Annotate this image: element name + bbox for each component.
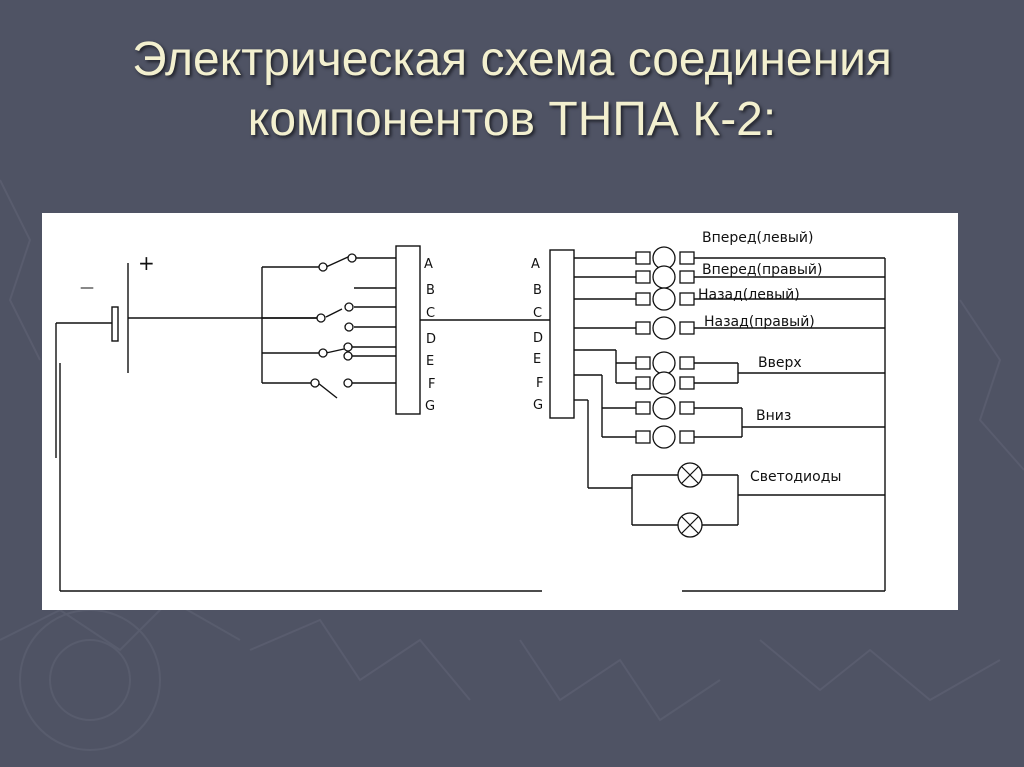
left-pin-b: B [426, 283, 435, 298]
motor-down-2 [652, 425, 676, 449]
battery-plate-negative [111, 306, 119, 342]
battery-plus-label: + [138, 251, 155, 275]
label-leds: Светодиоды [750, 469, 841, 485]
left-pin-f: F [428, 377, 435, 392]
label-forward-left: Вперед(левый) [702, 230, 813, 246]
schematic-svg: — + A B C D E F G A B C D E F G Вперед(л… [55, 230, 886, 592]
left-pin-a: A [424, 257, 433, 272]
right-pin-b: B [533, 283, 542, 298]
lamp-crosses [681, 466, 699, 534]
left-pin-g: G [425, 399, 435, 414]
switch-lever-1 [325, 256, 349, 268]
motor-forward-right [652, 265, 676, 289]
slide-title: Электрическая схема соединения компонент… [0, 30, 1024, 150]
label-back-left: Назад(левый) [698, 287, 800, 303]
battery-minus-label: — [80, 280, 94, 296]
title-line-2: компонентов ТНПА К-2: [247, 93, 777, 146]
circuit-diagram: — + A B C D E F G A B C D E F G Вперед(л… [42, 213, 958, 610]
right-pin-g: G [533, 398, 543, 413]
switch-lever-3 [325, 348, 345, 354]
right-pin-c: C [533, 306, 542, 321]
contact [318, 262, 328, 272]
left-pin-c: C [426, 306, 435, 321]
label-back-right: Назад(правый) [704, 314, 815, 330]
right-pin-a: A [531, 257, 540, 272]
switch-lever-2 [325, 308, 343, 318]
motor-back-right [652, 316, 676, 340]
motor-up-2 [652, 371, 676, 395]
right-pin-d: D [533, 331, 543, 346]
left-pin-d: D [426, 332, 436, 347]
switch-lever-4 [317, 382, 338, 399]
motor-down-1 [652, 396, 676, 420]
components [310, 246, 703, 538]
label-down: Вниз [756, 408, 791, 424]
motor-back-left [652, 287, 676, 311]
title-line-1: Электрическая схема соединения [132, 33, 892, 86]
right-pin-f: F [536, 376, 543, 391]
connector-right [549, 249, 575, 419]
wiring [55, 245, 886, 592]
connector-left [395, 245, 421, 415]
label-up: Вверх [758, 355, 802, 371]
label-forward-right: Вперед(правый) [702, 262, 823, 278]
motor-up-1 [652, 351, 676, 375]
left-pin-e: E [426, 354, 434, 369]
right-pin-e: E [533, 352, 541, 367]
